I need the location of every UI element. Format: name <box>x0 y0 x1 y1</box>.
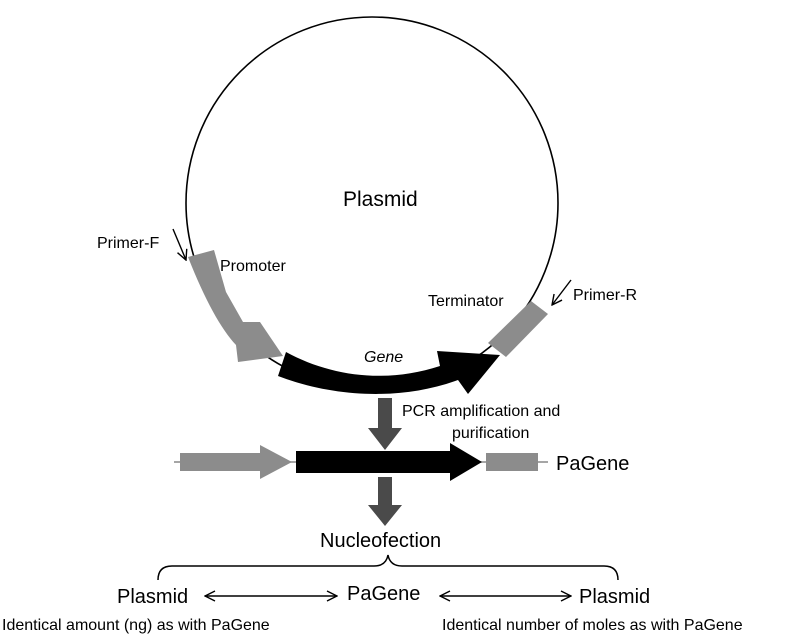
gene-shape <box>278 351 500 394</box>
pagene-terminator-block <box>486 453 538 471</box>
nucleofection-label: Nucleofection <box>320 530 441 552</box>
pcr-process-arrow <box>368 398 402 450</box>
promoter-arrow <box>188 250 283 362</box>
comparison-right-label: Plasmid <box>579 586 650 608</box>
plasmid-label: Plasmid <box>343 188 418 211</box>
pagene-promoter-arrow <box>180 445 292 479</box>
nucleofection-arrow <box>368 477 402 526</box>
primer-r-label: Primer-R <box>573 287 637 304</box>
pagene-product-label: PaGene <box>556 453 629 475</box>
gene-arrow <box>278 351 500 394</box>
primer-f-arrow <box>172 228 186 260</box>
pcr-step-label-line1: PCR amplification and <box>402 403 560 420</box>
pagene-construct <box>174 443 548 481</box>
promoter-shape <box>188 250 283 362</box>
terminator-label: Terminator <box>428 293 504 310</box>
comparison-left-label: Plasmid <box>117 586 188 608</box>
comparison-brace <box>157 554 619 581</box>
promoter-label: Promoter <box>220 258 286 275</box>
pagene-gene-arrow <box>296 443 482 481</box>
comparison-left-note: Identical amount (ng) as with PaGene <box>2 617 270 634</box>
terminator-shape <box>488 301 548 357</box>
terminator-block <box>488 301 548 357</box>
pcr-step-label-line2: purification <box>452 425 529 442</box>
gene-label: Gene <box>364 349 403 366</box>
primer-r-arrow <box>552 279 572 305</box>
comparison-right-note: Identical number of moles as with PaGene <box>442 617 743 634</box>
comparison-center-label: PaGene <box>347 583 420 605</box>
primer-f-label: Primer-F <box>97 235 159 252</box>
